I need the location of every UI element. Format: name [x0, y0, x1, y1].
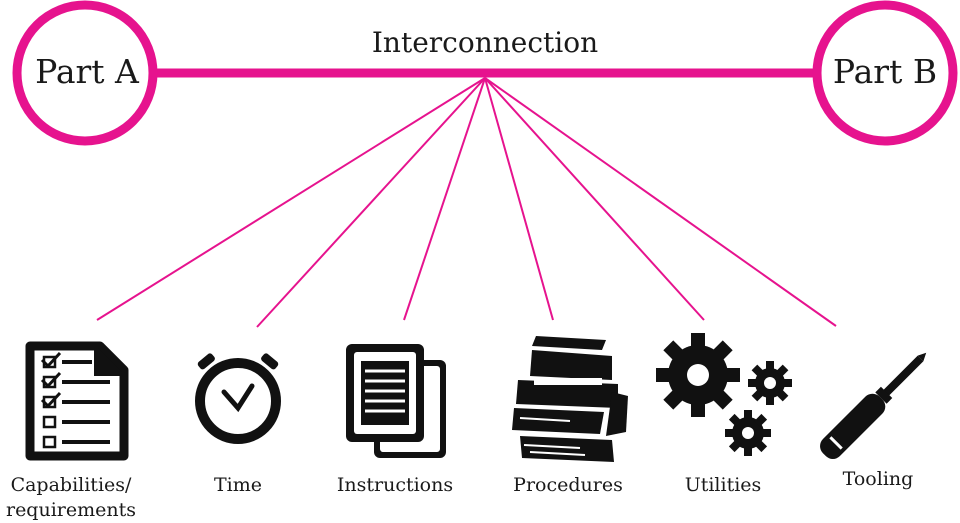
documents-icon: [346, 344, 446, 458]
item-label-procedures: Procedures: [513, 474, 623, 496]
item-label-line: requirements: [5, 499, 136, 521]
connector-line-capabilities: [96, 77, 486, 321]
interconnection-title: Interconnection: [371, 26, 599, 59]
part-b-label: Part B: [832, 52, 938, 91]
item-label-capabilities: Capabilities/ requirements: [0, 473, 151, 523]
item-label-line: Capabilities/: [10, 474, 132, 496]
checklist-icon: [25, 341, 129, 461]
connector-line-utilities: [484, 77, 705, 321]
item-label-utilities: Utilities: [684, 474, 762, 496]
books-icon: [512, 336, 628, 462]
connector-line-tooling: [484, 77, 837, 327]
screwdriver-icon: [820, 352, 927, 459]
part-b-circle: [812, 0, 958, 146]
item-label-instructions: Instructions: [336, 474, 454, 496]
item-label-time: Time: [213, 474, 262, 496]
stopwatch-icon: [195, 353, 281, 444]
connector-line-procedures: [484, 77, 554, 321]
item-label-tooling: Tooling: [842, 468, 914, 490]
connector-line-instructions: [403, 77, 486, 321]
connector-line-time: [256, 77, 486, 328]
gears-icon: [656, 333, 792, 456]
part-a-circle: [12, 0, 158, 146]
part-a-label: Part A: [35, 52, 139, 91]
